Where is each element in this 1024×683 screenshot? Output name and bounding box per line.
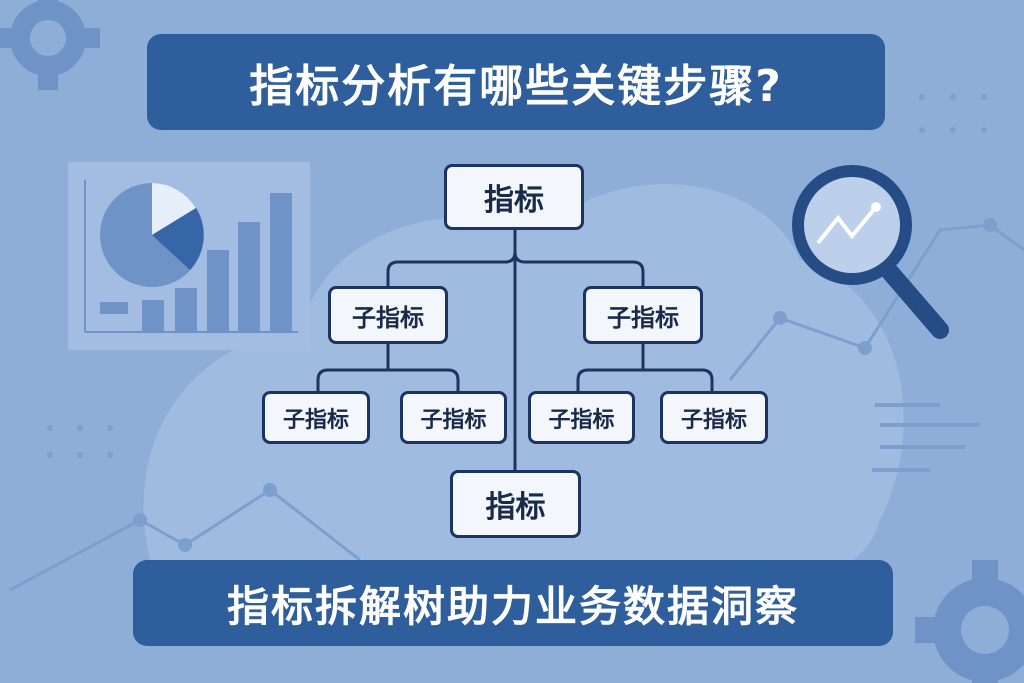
subtitle-banner: 指标拆解树助力业务数据洞察 xyxy=(133,560,893,646)
tree-connectors xyxy=(316,230,714,470)
tree-node-leaf: 子指标 xyxy=(660,391,768,444)
tree-node-bottom: 指标 xyxy=(450,470,581,538)
tree-node-child-left: 子指标 xyxy=(328,286,448,344)
tree-node-leaf: 子指标 xyxy=(528,391,635,444)
chart-panel-icon xyxy=(68,162,310,350)
text-lines-decor xyxy=(872,403,980,472)
dot-grid-decor xyxy=(47,94,987,458)
gear-icon xyxy=(915,560,1024,683)
title-banner: 指标分析有哪些关键步骤? xyxy=(147,34,885,130)
tree-node-leaf: 子指标 xyxy=(262,391,370,444)
gear-icon xyxy=(0,0,100,90)
tree-node-leaf: 子指标 xyxy=(400,391,507,444)
tree-node-root: 指标 xyxy=(444,164,584,230)
magnifier-icon xyxy=(792,165,949,339)
tree-node-child-right: 子指标 xyxy=(583,286,703,344)
